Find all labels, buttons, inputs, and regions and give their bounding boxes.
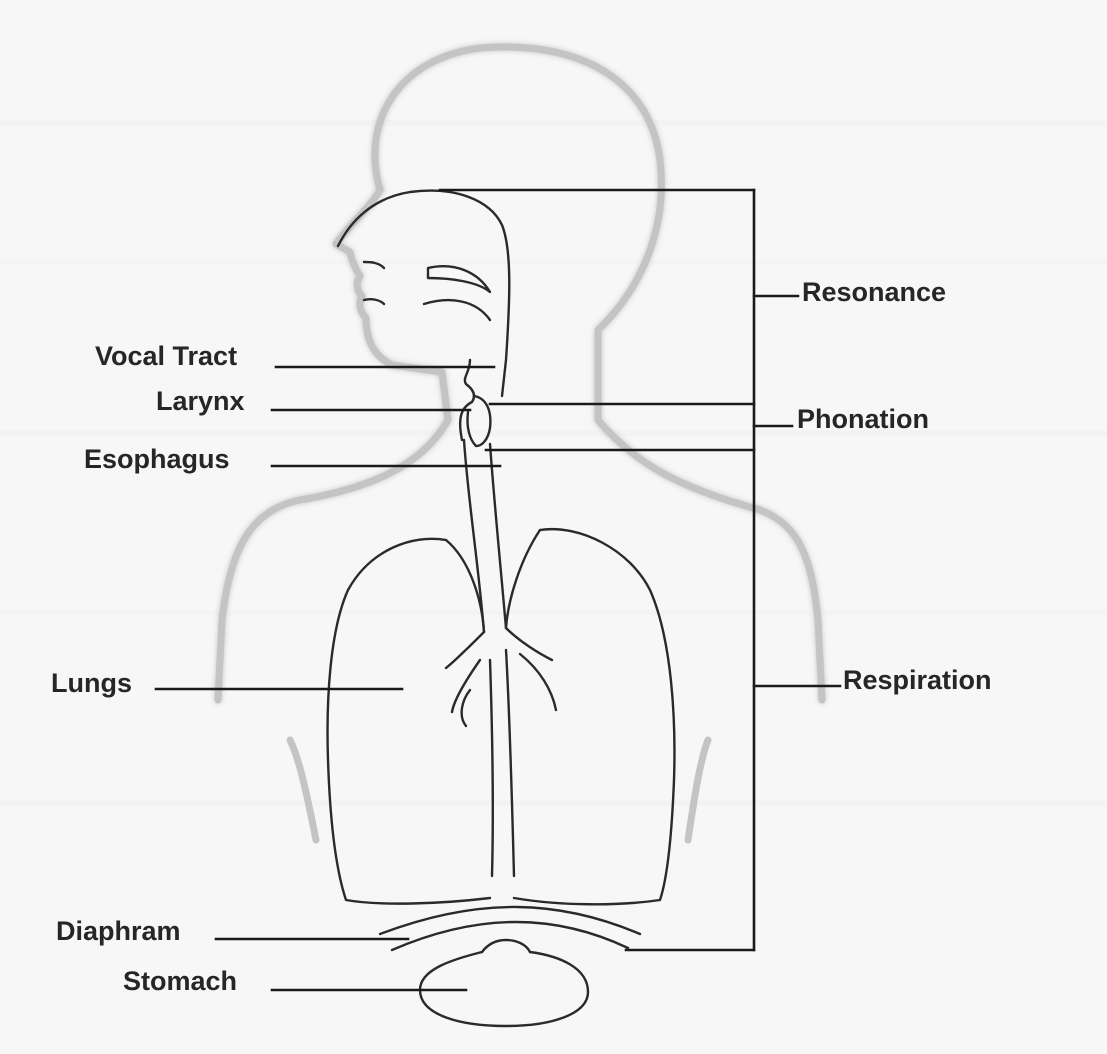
organ-outlines (326, 189, 676, 1028)
label-resonance: Resonance (802, 277, 947, 307)
bronchi-left (444, 630, 486, 728)
pharynx (458, 358, 476, 442)
mouth-inner (362, 260, 386, 306)
tongue (422, 298, 492, 322)
diaphragm-curve (378, 905, 642, 936)
label-esophagus: Esophagus (84, 444, 230, 474)
label-respiration: Respiration (843, 665, 992, 695)
label-phonation: Phonation (797, 404, 929, 434)
background-texture (0, 120, 1107, 806)
trachea-down (488, 648, 516, 878)
label-vocal-tract: Vocal Tract (95, 341, 238, 371)
lung-left (326, 537, 492, 905)
body-silhouette (214, 43, 826, 844)
diaphragm-curve-lower (390, 920, 630, 952)
palate-upper (426, 265, 492, 294)
stomach-neck (480, 938, 532, 954)
label-diaphragm: Diaphram (56, 916, 181, 946)
label-stomach: Stomach (123, 966, 238, 996)
esophagus-tube-right (488, 442, 508, 630)
bronchi-right (504, 626, 558, 712)
lung-right (512, 527, 676, 906)
stomach-shape (418, 950, 590, 1028)
label-larynx: Larynx (156, 386, 245, 416)
nasal-cavity (336, 189, 511, 398)
label-lungs: Lungs (51, 668, 132, 698)
larynx-shape (466, 394, 492, 448)
leader-lines (154, 188, 842, 992)
